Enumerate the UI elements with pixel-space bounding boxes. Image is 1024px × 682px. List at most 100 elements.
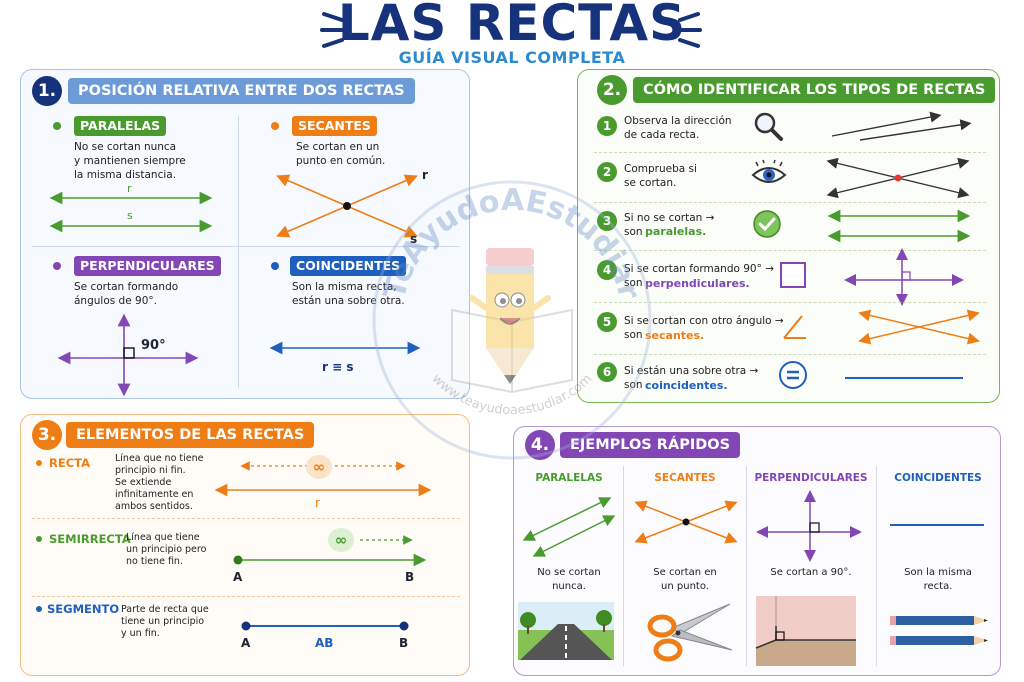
step-2-diagram (826, 157, 970, 199)
example-head-perpendiculares: PERPENDICULARES (754, 472, 868, 484)
segmento-description: Parte de recta que tiene un principio y … (121, 604, 209, 639)
example-head-paralelas: PARALELAS (535, 472, 603, 484)
step-number: 5 (597, 312, 617, 332)
point-label-b: B (405, 570, 415, 584)
step-3-diagram (827, 209, 971, 243)
section-1-number: 1. (32, 76, 62, 106)
example-head-secantes: SECANTES (654, 472, 716, 484)
example-head-coincidentes: COINCIDENTES (894, 472, 982, 484)
step-keyword: secantes. (645, 329, 705, 342)
example-text-coincidentes: Son la misma recta. (904, 567, 972, 592)
divider-horizontal (32, 246, 460, 247)
line-label-r: r (127, 182, 132, 195)
paralelas-diagram (49, 191, 213, 233)
paralelas-description: No se cortan nunca y mantienen siempre l… (74, 141, 186, 181)
column-divider (623, 466, 624, 666)
check-icon (753, 210, 781, 238)
element-label-semirrecta: SEMIRRECTA (49, 532, 131, 546)
section-4-title: EJEMPLOS RÁPIDOS (560, 432, 741, 458)
infinity-icon: ∞ (306, 455, 332, 479)
eye-icon (751, 159, 787, 183)
infinity-icon: ∞ (328, 528, 354, 552)
point-label-a: A (241, 636, 251, 650)
section-3-number: 3. (32, 420, 62, 450)
secantes-description: Se cortan en un punto en común. (296, 141, 386, 167)
road-icon (518, 602, 614, 660)
step-number: 3 (597, 211, 617, 231)
section-2-title: CÓMO IDENTIFICAR LOS TIPOS DE RECTAS (633, 77, 996, 103)
bullet-dot (271, 122, 279, 130)
coincidentes-description: Son la misma recta, están una sobre otra… (292, 281, 405, 307)
semirrecta-diagram (233, 535, 427, 567)
bullet-dot (53, 262, 61, 270)
row-separator (32, 596, 460, 597)
semirrecta-description: Línea que tiene un principio pero no tie… (126, 532, 207, 567)
divider-vertical (238, 116, 239, 388)
recta-description: Línea que no tiene principio ni fin. Se … (115, 453, 204, 512)
bullet-dot (36, 606, 42, 612)
row-separator (32, 518, 460, 519)
pencils-icon (890, 616, 988, 645)
segment-label-ab: AB (315, 636, 334, 650)
step-keyword: paralelas. (645, 225, 707, 238)
title-sparkle-right-icon (678, 12, 702, 48)
column-divider (746, 466, 747, 666)
bullet-dot (36, 536, 42, 542)
tag-perpendiculares: PERPENDICULARES (74, 256, 221, 276)
perpendiculares-diagram (57, 313, 199, 397)
page-title: LAS RECTAS (337, 0, 687, 52)
step-5-diagram (858, 309, 980, 345)
example-coincidentes-diagram (890, 524, 984, 526)
tag-secantes: SECANTES (292, 116, 377, 136)
step-keyword: coincidentes. (645, 379, 728, 392)
example-text-secantes: Se cortan en un punto. (653, 567, 717, 592)
row-separator (594, 302, 986, 303)
step-number: 2 (597, 162, 617, 182)
section-4-number: 4. (525, 430, 555, 460)
pencil-mascot-icon (469, 248, 551, 384)
step-1-diagram (831, 111, 972, 141)
coincidentes-diagram (269, 341, 421, 355)
example-text-perpendiculares: Se cortan a 90°. (770, 567, 852, 578)
step-keyword: perpendiculares. (645, 277, 750, 290)
bullet-dot (271, 262, 279, 270)
line-label-r: r (315, 496, 320, 510)
step-number: 4 (597, 260, 617, 280)
step-number: 1 (597, 116, 617, 136)
row-separator (594, 152, 986, 153)
element-label-recta: RECTA (49, 456, 91, 470)
row-separator (594, 250, 986, 251)
step-text: Comprueba si se cortan. (624, 163, 697, 189)
tag-paralelas: PARALELAS (74, 116, 167, 136)
recta-diagram (214, 461, 432, 497)
example-text-paralelas: No se cortan nunca. (537, 567, 601, 592)
example-perpendiculares-diagram (756, 490, 862, 562)
step-4-diagram (844, 248, 964, 306)
tag-coincidentes: COINCIDENTES (290, 256, 407, 276)
room-corner-icon (755, 596, 856, 666)
line-label-s: s (410, 232, 418, 246)
step-text: Si no se cortan → son (624, 212, 715, 238)
perpendiculares-description: Se cortan formando ángulos de 90°. (74, 281, 179, 307)
step-text: Si se cortan formando 90° → son (624, 263, 774, 289)
scissors-icon (647, 603, 733, 662)
step-text: Observa la dirección de cada recta. (624, 115, 732, 141)
section-1-title: POSICIÓN RELATIVA ENTRE DOS RECTAS (68, 78, 415, 104)
section-3-title: ELEMENTOS DE LAS RECTAS (66, 422, 315, 448)
line-label-r: r (422, 168, 428, 182)
bullet-dot (53, 122, 61, 130)
section-2-number: 2. (597, 75, 627, 105)
column-divider (876, 466, 877, 666)
angle-label: 90° (141, 338, 166, 353)
bullet-dot (36, 460, 42, 466)
magnifier-icon (754, 112, 783, 141)
title-sparkle-left-icon (320, 12, 344, 48)
step-number: 6 (597, 362, 617, 382)
line-label-s: s (127, 209, 133, 222)
step-text: Si se cortan con otro ángulo → son (624, 315, 784, 341)
secantes-diagram (276, 174, 418, 238)
example-secantes-diagram (634, 500, 738, 544)
point-label-b: B (399, 636, 409, 650)
example-paralelas-diagram (522, 497, 616, 557)
angle-icon (783, 315, 806, 339)
